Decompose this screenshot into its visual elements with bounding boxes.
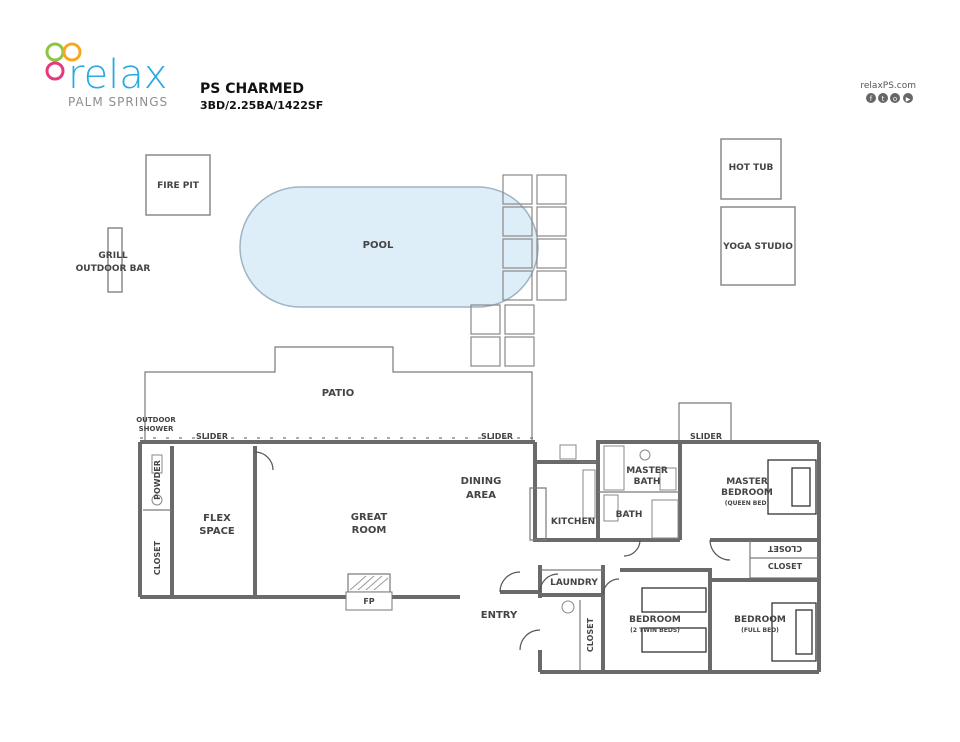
fire-pit <box>145 154 211 216</box>
yoga-studio-label: YOGA STUDIO <box>722 242 793 252</box>
slider-label-center: SLIDER <box>481 432 513 441</box>
dining-area-label-2: AREA <box>466 490 496 501</box>
dining-area-label-1: DINING <box>461 476 502 487</box>
entry-label: ENTRY <box>481 610 518 621</box>
website-link[interactable]: relaxPS.com <box>860 81 916 91</box>
house-walls <box>138 437 821 674</box>
twin-bed-1 <box>641 587 707 613</box>
svg-text:f: f <box>870 95 873 103</box>
grill-label: GRILL <box>98 251 127 261</box>
patio-label: PATIO <box>322 388 354 399</box>
youtube-icon[interactable] <box>903 93 913 103</box>
great-room-label-1: GREAT <box>351 512 388 523</box>
pool-pavers <box>470 174 567 367</box>
bedroom-3-label: BEDROOM <box>734 615 786 625</box>
hot-tub-label: HOT TUB <box>729 163 774 173</box>
social-icons: f t o ▶ <box>866 93 913 103</box>
master-patio <box>678 402 732 440</box>
logo-location: PALM SPRINGS <box>68 95 168 109</box>
great-room-label-2: ROOM <box>352 525 387 536</box>
fixtures <box>151 444 679 614</box>
property-details: 3BD/2.25BA/1422SF <box>200 99 323 112</box>
twitter-icon[interactable] <box>878 93 888 103</box>
twin-bed-2 <box>641 627 707 653</box>
flex-space-label-2: SPACE <box>199 526 235 537</box>
relax-logo: relax PALM SPRINGS <box>45 42 168 109</box>
pool-label: POOL <box>363 240 394 251</box>
pool <box>239 186 539 308</box>
logo-wordmark: relax <box>68 52 167 98</box>
outdoor-bar-label: OUTDOOR BAR <box>76 264 151 274</box>
outdoor-shower-label-1: OUTDOOR <box>136 416 176 424</box>
fp-label: FP <box>363 597 374 606</box>
patio <box>144 346 533 440</box>
full-bed-label: (FULL BED) <box>741 627 779 634</box>
powder-label: POWDER <box>153 460 162 500</box>
beds <box>641 459 817 662</box>
facebook-icon[interactable] <box>866 93 876 103</box>
instagram-icon[interactable] <box>890 93 900 103</box>
queen-bed-label: (QUEEN BED) <box>725 500 770 507</box>
master-bath-label-2: BATH <box>634 477 661 487</box>
closet-label-west: CLOSET <box>153 540 162 575</box>
closet-label-master-2: CLOSET <box>768 562 803 571</box>
fireplace <box>347 573 391 593</box>
master-bedroom-label-2: BEDROOM <box>721 488 773 498</box>
yoga-studio <box>720 206 796 286</box>
bedroom-2-label: BEDROOM <box>629 615 681 625</box>
twin-beds-label: (2 TWIN BEDS) <box>630 627 680 634</box>
closet-label-hall: CLOSET <box>586 617 595 652</box>
slider-label-west: SLIDER <box>196 432 228 441</box>
grill-counter <box>107 227 123 293</box>
property-name: PS CHARMED <box>200 81 304 97</box>
outdoor-shower-label-2: SHOWER <box>139 425 174 433</box>
master-bedroom-label-1: MASTER <box>726 477 768 487</box>
full-bed <box>771 602 817 662</box>
master-bath-label-1: MASTER <box>626 466 668 476</box>
fire-pit-label: FIRE PIT <box>157 181 200 191</box>
flex-space-label-1: FLEX <box>203 513 231 524</box>
laundry-label: LAUNDRY <box>550 578 598 588</box>
closet-label-master-1: CLOSET <box>767 544 802 553</box>
svg-text:o: o <box>893 95 897 103</box>
logo-icon <box>45 42 82 81</box>
svg-text:▶: ▶ <box>906 96 911 103</box>
hot-tub <box>720 138 782 200</box>
door-swings <box>254 451 731 651</box>
slider-label-master: SLIDER <box>690 432 722 441</box>
bath-label: BATH <box>616 510 643 520</box>
kitchen-label: KITCHEN <box>551 517 595 527</box>
svg-text:t: t <box>882 95 885 103</box>
